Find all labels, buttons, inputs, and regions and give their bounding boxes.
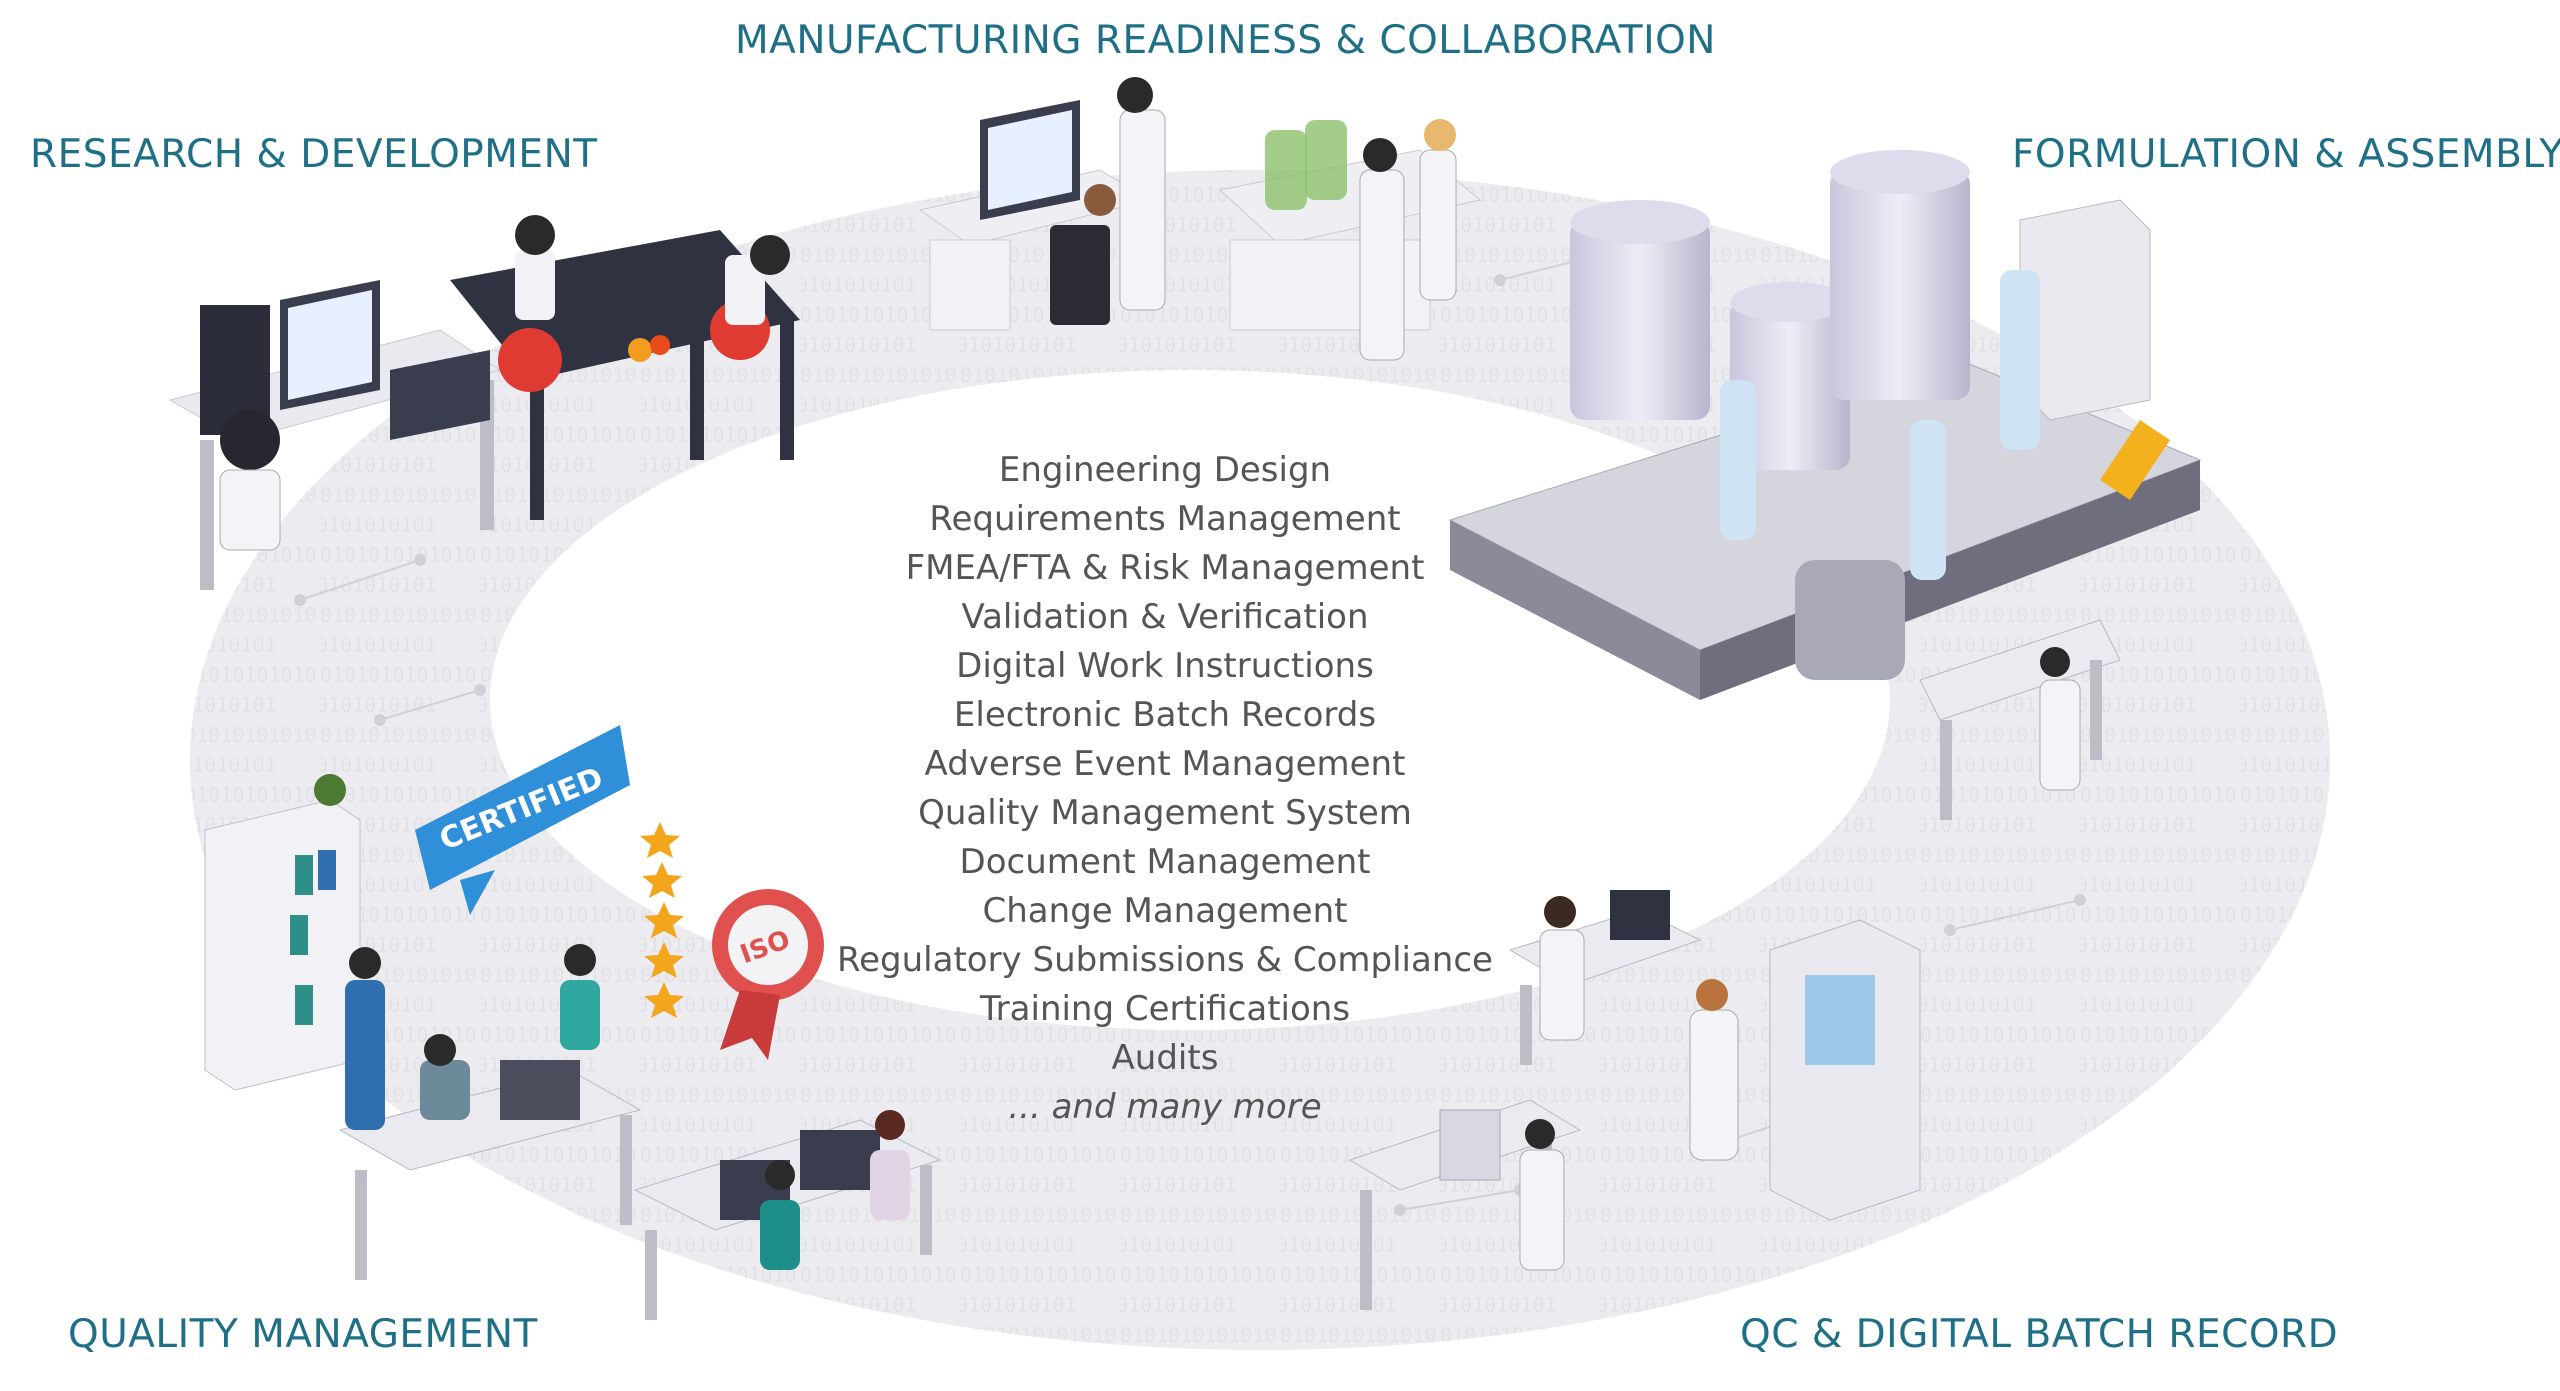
quality-management-illustration: CERTIFIED ISO	[204, 725, 942, 1320]
list-item: Digital Work Instructions	[956, 646, 1374, 686]
heading-quality-management: QUALITY MANAGEMENT	[68, 1312, 538, 1357]
list-item: Electronic Batch Records	[953, 695, 1377, 735]
list-item: Document Management	[959, 842, 1371, 882]
list-item: Engineering Design	[998, 450, 1332, 490]
research-station-illustration	[168, 215, 800, 590]
list-item: Validation & Verification	[961, 597, 1369, 637]
heading-formulation-assembly: FORMULATION & ASSEMBLY	[2012, 132, 2560, 177]
heading-research-development: RESEARCH & DEVELOPMENT	[30, 132, 598, 177]
heading-qc-batch-record: QC & DIGITAL BATCH RECORD	[1740, 1312, 2339, 1357]
list-item-more: ... and many more	[1008, 1087, 1322, 1127]
list-item: Quality Management System	[918, 793, 1412, 833]
capabilities-list: Engineering Design Requirements Manageme…	[830, 446, 1500, 1132]
list-item: Regulatory Submissions & Compliance	[837, 940, 1493, 980]
qc-station-illustration	[1348, 890, 1921, 1310]
formulation-assembly-illustration	[1448, 150, 2202, 820]
heading-manufacturing-readiness: MANUFACTURING READINESS & COLLABORATION	[735, 18, 1716, 63]
list-item: Adverse Event Management	[924, 744, 1406, 784]
list-item: Change Management	[982, 891, 1348, 931]
list-item: Training Certifications	[979, 989, 1351, 1029]
list-item: Requirements Management	[929, 499, 1401, 539]
list-item: FMEA/FTA & Risk Management	[905, 548, 1425, 588]
manufacturing-readiness-illustration	[918, 77, 1482, 361]
list-item: Audits	[1111, 1038, 1219, 1078]
